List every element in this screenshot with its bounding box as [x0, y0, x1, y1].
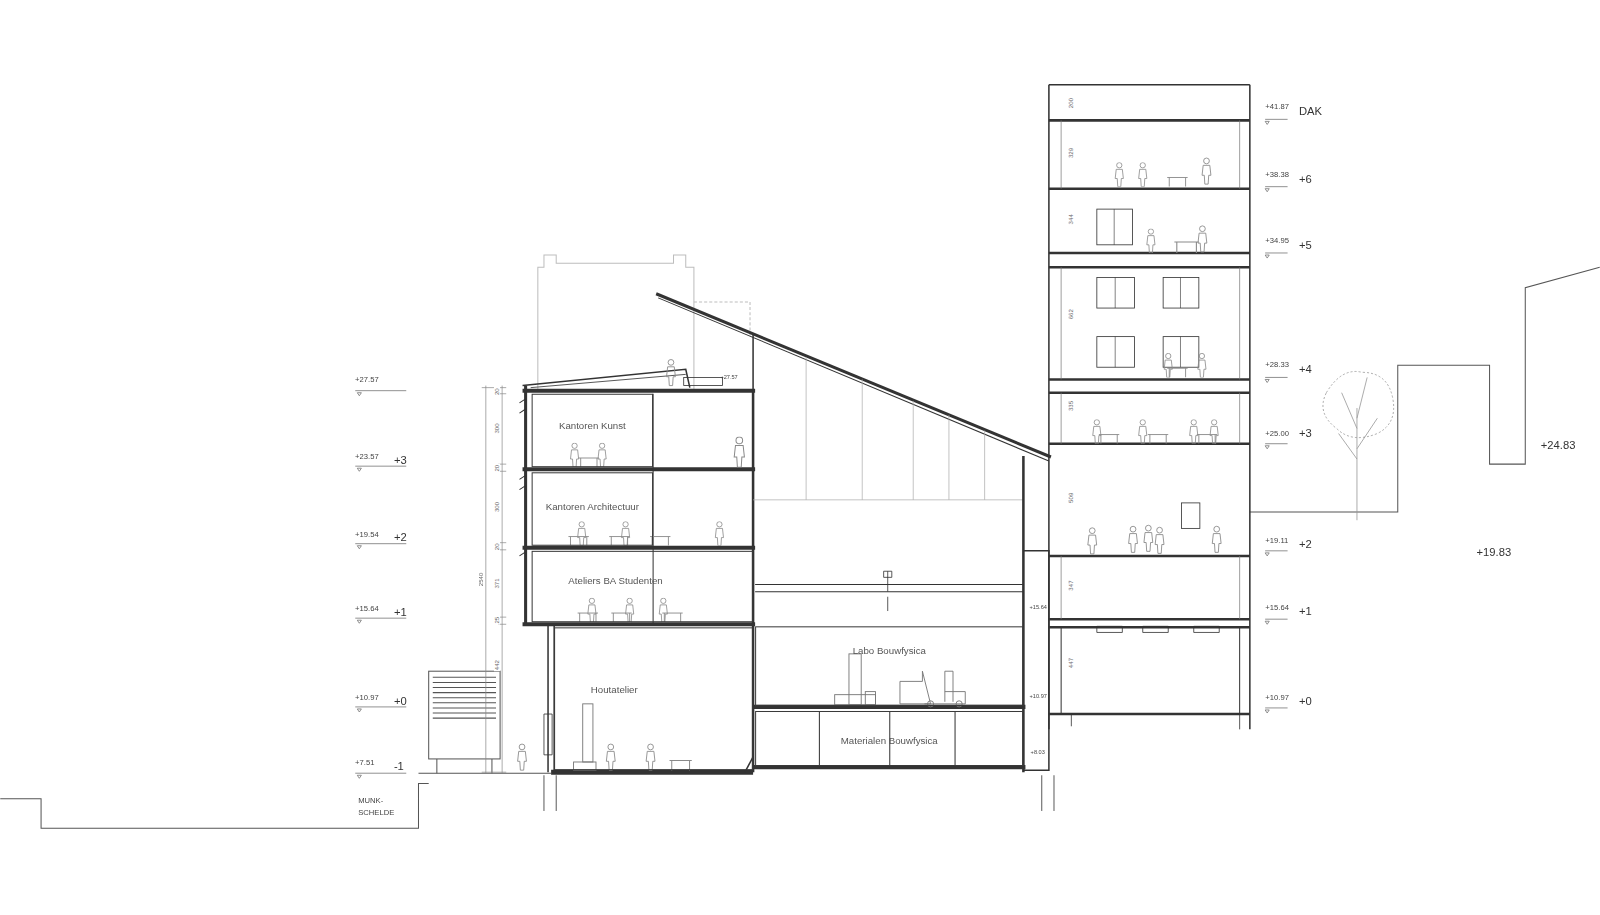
lab-hall — [656, 294, 1054, 811]
level-name: +3 — [1299, 427, 1312, 438]
dimension-text: 20 — [494, 464, 500, 473]
level-value: +23.57 — [355, 453, 379, 461]
tower — [1049, 85, 1250, 730]
level-value: +38.38 — [1265, 171, 1289, 179]
floor-height: +15.64 — [1030, 605, 1047, 611]
dimension-text: 200 — [1068, 97, 1074, 109]
office-room: Kantoren Architectuur — [532, 472, 653, 545]
dimension-text: 442 — [494, 659, 500, 671]
level-value: +25.00 — [1265, 429, 1289, 437]
level-name: +6 — [1299, 173, 1312, 184]
people — [518, 158, 1222, 770]
level-name: +3 — [394, 455, 407, 466]
level-value: +19.11 — [1265, 537, 1288, 545]
office-room: Kantoren Kunst — [532, 394, 653, 467]
level-name: +19.83 — [1477, 547, 1512, 558]
dimension-lines — [482, 386, 506, 774]
dimension-text: 300 — [494, 422, 500, 434]
dimension-text: 371 — [494, 577, 500, 589]
studio-room: Ateliers BA Studenten — [532, 551, 753, 622]
dimension-text: 509 — [1068, 492, 1074, 504]
level-name: +4 — [1299, 364, 1312, 375]
dimension-text: 447 — [1068, 657, 1074, 669]
level-value: +10.97 — [355, 694, 379, 702]
floor-height: +27.57 — [720, 375, 737, 381]
level-name: +0 — [394, 696, 407, 707]
dimension-text: 662 — [1068, 308, 1074, 320]
room-name: Ateliers BA Studenten — [568, 576, 662, 587]
room-name: Labo Bouwfysica — [853, 646, 926, 657]
floor-height: +8.03 — [1031, 750, 1045, 756]
level-value: +34.95 — [1265, 237, 1289, 245]
level-name: +2 — [394, 531, 407, 542]
lab-room: Labo Bouwfysica — [755, 626, 1023, 706]
level-name: +2 — [1299, 539, 1312, 550]
tables — [568, 177, 1217, 770]
level-name: +24.83 — [1541, 440, 1576, 451]
tree — [1323, 371, 1394, 520]
dimension-text: 335 — [1068, 400, 1074, 412]
level-value: +7.51 — [355, 759, 374, 767]
stair-structure — [429, 671, 500, 773]
dimension-text: 25 — [494, 616, 500, 625]
level-name: DAK — [1299, 106, 1322, 117]
level-value: +28.33 — [1265, 361, 1289, 369]
storage-room: Materialen Bouwfysica — [755, 711, 1023, 766]
level-value: +27.57 — [355, 375, 379, 383]
level-value: +10.97 — [1265, 694, 1289, 702]
room-name: Kantoren Kunst — [559, 421, 626, 432]
dimension-text: 347 — [1068, 579, 1074, 591]
workshop-room: Houtatelier — [554, 627, 753, 770]
terrain — [0, 267, 1599, 828]
level-name: -1 — [394, 761, 404, 772]
room-name: Kantoren Architectuur — [546, 502, 639, 513]
dimension-text: 344 — [1068, 213, 1074, 225]
level-name: +1 — [394, 607, 407, 618]
level-value: +19.54 — [355, 530, 379, 538]
level-value: +15.64 — [1265, 604, 1289, 612]
level-markers — [355, 119, 1287, 778]
street-name: MUNK- SCHELDE — [358, 795, 393, 819]
room-name: Materialen Bouwfysica — [841, 735, 938, 746]
dimension-text: 329 — [1068, 147, 1074, 159]
level-name: +5 — [1299, 240, 1312, 251]
level-value: +41.87 — [1265, 103, 1289, 111]
dimension-text: 300 — [494, 501, 500, 513]
level-value: +15.64 — [355, 605, 379, 613]
room-name: Houtatelier — [591, 684, 638, 695]
level-name: +1 — [1299, 606, 1312, 617]
lab-equipment — [574, 654, 966, 770]
floor-height: +10.97 — [1030, 694, 1047, 700]
dimension-text: 2540 — [478, 572, 484, 588]
dimension-text: 20 — [494, 387, 500, 396]
left-block — [519, 369, 755, 811]
dimension-text: 20 — [494, 542, 500, 551]
level-name: +0 — [1299, 696, 1312, 707]
